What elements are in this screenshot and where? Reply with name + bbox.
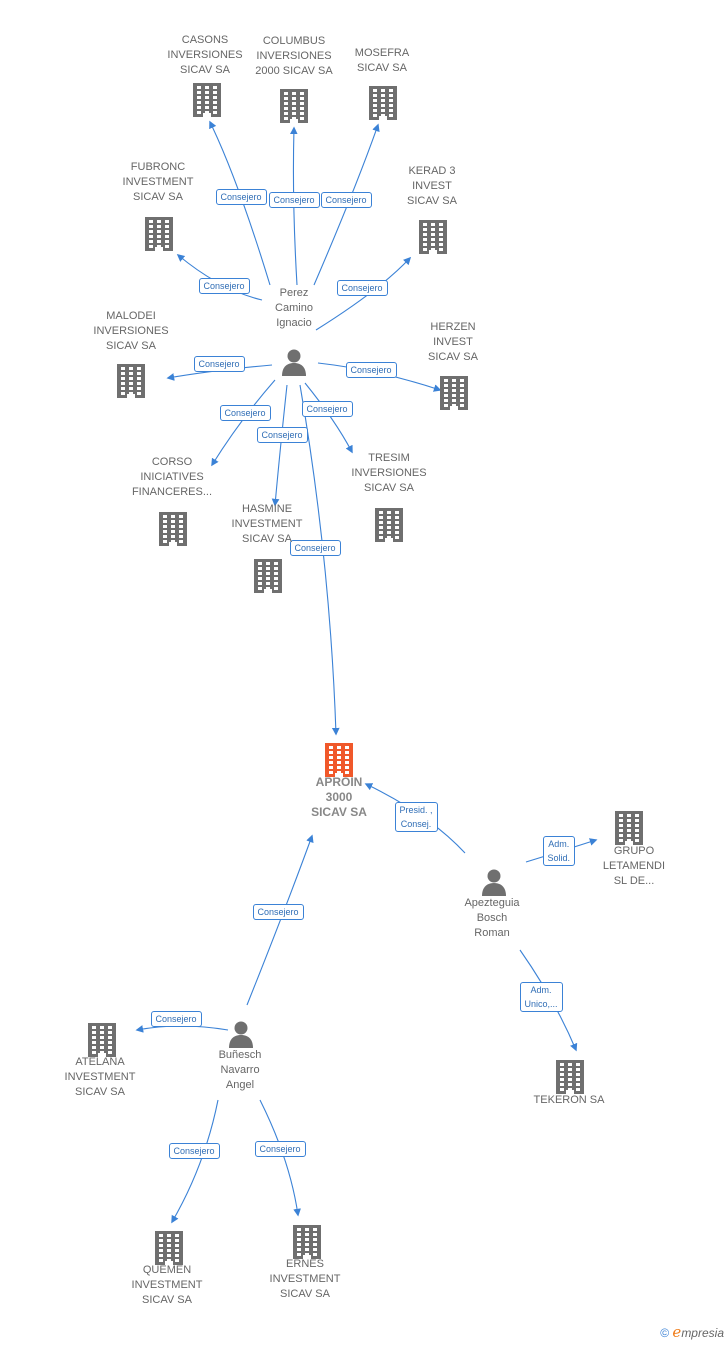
- brand-logo-initial: e: [672, 1323, 682, 1341]
- node-label-herzen[interactable]: HERZEN INVEST SICAV SA: [428, 321, 478, 363]
- edge-label-perez-corso: Consejero: [219, 405, 271, 421]
- node-label-kerad[interactable]: KERAD 3 INVEST SICAV SA: [407, 165, 457, 207]
- edge-label-bunesch-atelana: Consejero: [150, 1011, 202, 1027]
- building-icon[interactable]: [159, 512, 187, 551]
- edge-label-perez-hasmine: Consejero: [256, 427, 308, 443]
- edge-label-perez-columbus: Consejero: [268, 192, 320, 208]
- edge-label-perez-casons: Consejero: [215, 189, 267, 205]
- building-icon[interactable]: [145, 217, 173, 256]
- node-label-columbus[interactable]: COLUMBUS INVERSIONES 2000 SICAV SA: [255, 35, 333, 77]
- node-label-grupo[interactable]: GRUPO LETAMENDI SL DE...: [602, 845, 666, 887]
- edge-perez-tresim: [304, 382, 353, 454]
- footer-credit: © empresia: [660, 1323, 724, 1341]
- edge-label-perez-aproin: Consejero: [289, 540, 341, 556]
- edge-label-apezteguia-aproin: Presid. , Consej.: [394, 802, 438, 832]
- building-icon[interactable]: [293, 1225, 321, 1264]
- building-icon[interactable]: [280, 89, 308, 128]
- edge-label-perez-tresim: Consejero: [301, 401, 353, 417]
- node-label-ernes[interactable]: ERNES INVESTMENT SICAV SA: [269, 1258, 341, 1300]
- edge-perez-corso: [211, 379, 276, 467]
- edge-label-perez-malodei: Consejero: [193, 356, 245, 372]
- edge-label-apezteguia-grupo: Adm. Solid.: [542, 836, 576, 866]
- edge-perez-hasmine: [271, 384, 288, 507]
- node-label-apezteguia[interactable]: Apezteguia Bosch Roman: [464, 897, 520, 939]
- node-label-tekeron[interactable]: TEKERON SA: [533, 1094, 605, 1106]
- node-label-atelana[interactable]: ATELANA INVESTMENT SICAV SA: [64, 1056, 136, 1098]
- building-icon[interactable]: [88, 1023, 116, 1062]
- node-label-mosefra[interactable]: MOSEFRA SICAV SA: [354, 47, 410, 74]
- edge-bunesch-aproin: [246, 834, 314, 1006]
- person-icon[interactable]: [227, 1020, 255, 1053]
- building-icon[interactable]: [155, 1231, 183, 1270]
- building-icon[interactable]: [419, 220, 447, 259]
- building-icon[interactable]: [440, 376, 468, 415]
- node-label-tresim[interactable]: TRESIM INVERSIONES SICAV SA: [351, 452, 427, 494]
- edge-label-perez-mosefra: Consejero: [320, 192, 372, 208]
- copyright-symbol: ©: [660, 1326, 670, 1340]
- node-label-bunesch[interactable]: Buñesch Navarro Angel: [218, 1049, 262, 1091]
- building-icon[interactable]: [556, 1060, 584, 1099]
- node-label-corso[interactable]: CORSO INICIATIVES FINANCERES...: [131, 456, 213, 498]
- building-icon[interactable]: [375, 508, 403, 547]
- node-label-perez[interactable]: Perez Camino Ignacio: [275, 287, 313, 329]
- edge-label-bunesch-ernes: Consejero: [254, 1141, 306, 1157]
- edge-label-bunesch-aproin: Consejero: [252, 904, 304, 920]
- building-icon[interactable]: [615, 811, 643, 850]
- edge-label-bunesch-quemen: Consejero: [168, 1143, 220, 1159]
- node-label-hasmine[interactable]: HASMINE INVESTMENT SICAV SA: [231, 503, 303, 545]
- node-label-quemen[interactable]: QUEMEN INVESTMENT SICAV SA: [131, 1264, 203, 1306]
- node-label-casons[interactable]: CASONS INVERSIONES SICAV SA: [167, 34, 243, 76]
- node-label-malodei[interactable]: MALODEI INVERSIONES SICAV SA: [93, 310, 169, 352]
- building-icon[interactable]: [193, 83, 221, 122]
- edge-bunesch-ernes: [259, 1099, 301, 1217]
- edge-label-perez-herzen: Consejero: [345, 362, 397, 378]
- edge-bunesch-quemen: [171, 1099, 219, 1224]
- building-icon[interactable]: [369, 86, 397, 125]
- brand-name: mpresia: [681, 1326, 724, 1340]
- focus-company-building-icon[interactable]: [325, 743, 353, 782]
- building-icon[interactable]: [117, 364, 145, 403]
- edge-label-perez-fubronc: Consejero: [198, 278, 250, 294]
- person-icon[interactable]: [280, 348, 308, 381]
- node-label-aproin[interactable]: APROIN 3000 SICAV SA: [311, 775, 367, 819]
- edge-label-perez-kerad: Consejero: [336, 280, 388, 296]
- edge-label-apezteguia-tekeron: Adm. Unico,...: [519, 982, 563, 1012]
- building-icon[interactable]: [254, 559, 282, 598]
- person-icon[interactable]: [480, 868, 508, 901]
- node-label-fubronc[interactable]: FUBRONC INVESTMENT SICAV SA: [122, 161, 194, 203]
